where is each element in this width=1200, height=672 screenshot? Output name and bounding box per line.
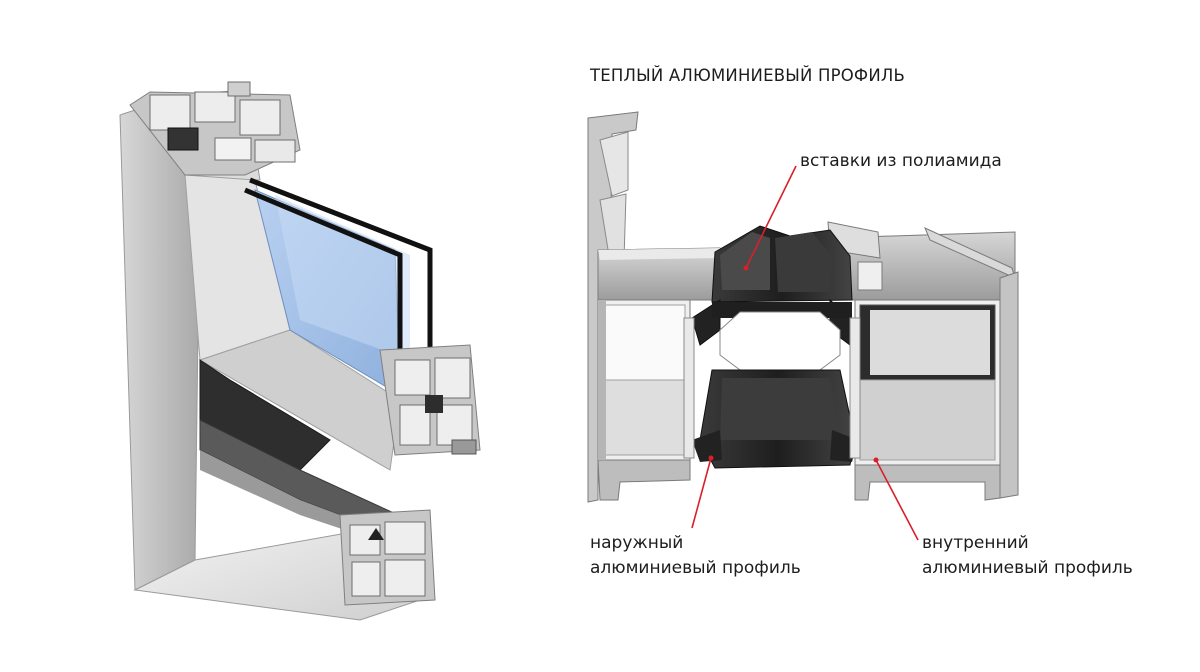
outer-profile-leader-line <box>691 457 712 529</box>
top-profile-cut <box>129 81 301 176</box>
polyamide-label: вставки из полиамида <box>800 151 1002 171</box>
thermal-break-profile <box>587 111 1019 503</box>
diagram-title: ТЕПЛЫЙ АЛЮМИНИЕВЫЙ ПРОФИЛЬ <box>590 66 906 85</box>
polyamide-inserts <box>691 225 858 469</box>
sill-profile-cut <box>339 509 436 606</box>
window-corner-section <box>119 81 481 621</box>
outer-profile-label-line1: наружный <box>590 533 684 553</box>
bottom-profile-cut <box>379 344 481 456</box>
inner-profile-leader-line <box>875 459 919 541</box>
polyamide-leader-line <box>745 165 797 269</box>
outer-profile-label-line2: алюминиевый профиль <box>590 558 801 578</box>
inner-profile-label-line2: алюминиевый профиль <box>922 558 1133 578</box>
inner-profile-label-line1: внутренний <box>922 533 1029 553</box>
